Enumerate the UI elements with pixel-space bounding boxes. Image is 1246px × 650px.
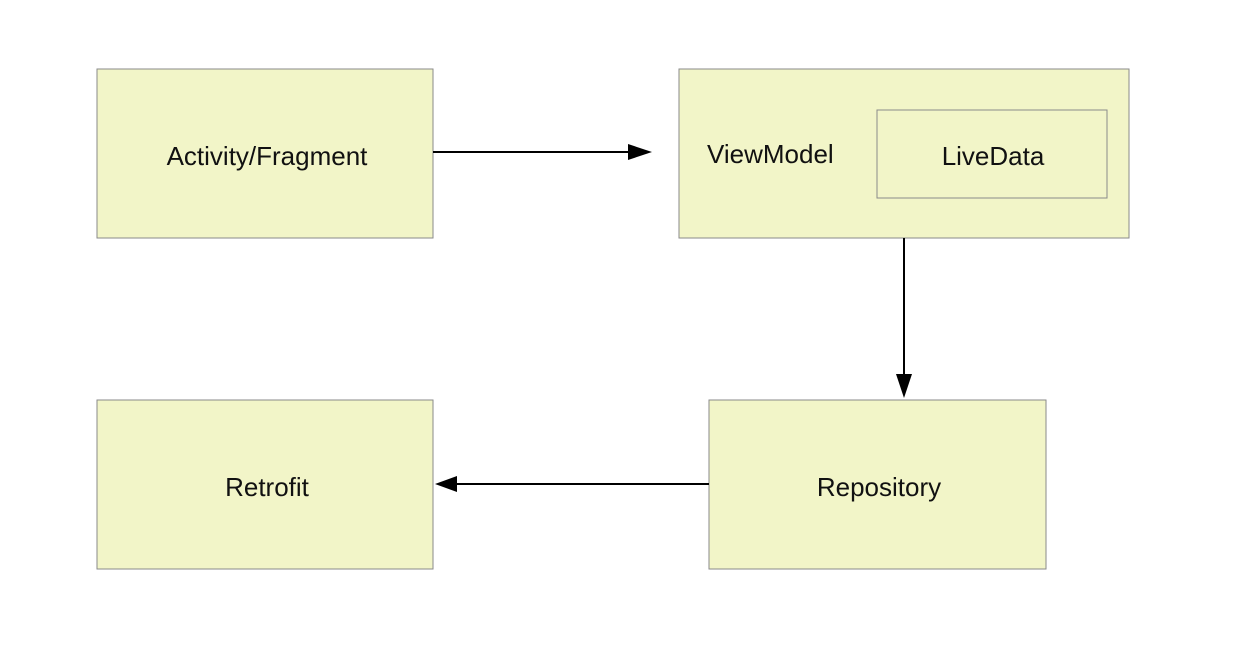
edge-repository-to-retrofit-arrowhead [435, 476, 457, 492]
edge-viewmodel-to-repository [896, 238, 912, 398]
edge-activity-to-viewmodel-arrowhead [628, 144, 652, 160]
node-repository-label: Repository [817, 472, 941, 502]
node-activity-fragment-box [96, 68, 434, 239]
edge-activity-to-viewmodel [433, 144, 652, 160]
node-retrofit: Retrofit [96, 399, 434, 570]
node-retrofit-box [96, 399, 434, 570]
node-activity-fragment-label: Activity/Fragment [167, 141, 369, 171]
edge-viewmodel-to-repository-arrowhead [896, 374, 912, 398]
node-viewmodel-label: ViewModel [707, 139, 834, 169]
node-livedata: LiveData [876, 109, 1108, 199]
node-repository: Repository [708, 399, 1047, 570]
node-livedata-label: LiveData [942, 141, 1045, 171]
node-retrofit-label: Retrofit [225, 472, 310, 502]
node-repository-box [708, 399, 1047, 570]
node-livedata-box [876, 109, 1108, 199]
node-activity-fragment: Activity/Fragment [96, 68, 434, 239]
edge-repository-to-retrofit [435, 476, 709, 492]
